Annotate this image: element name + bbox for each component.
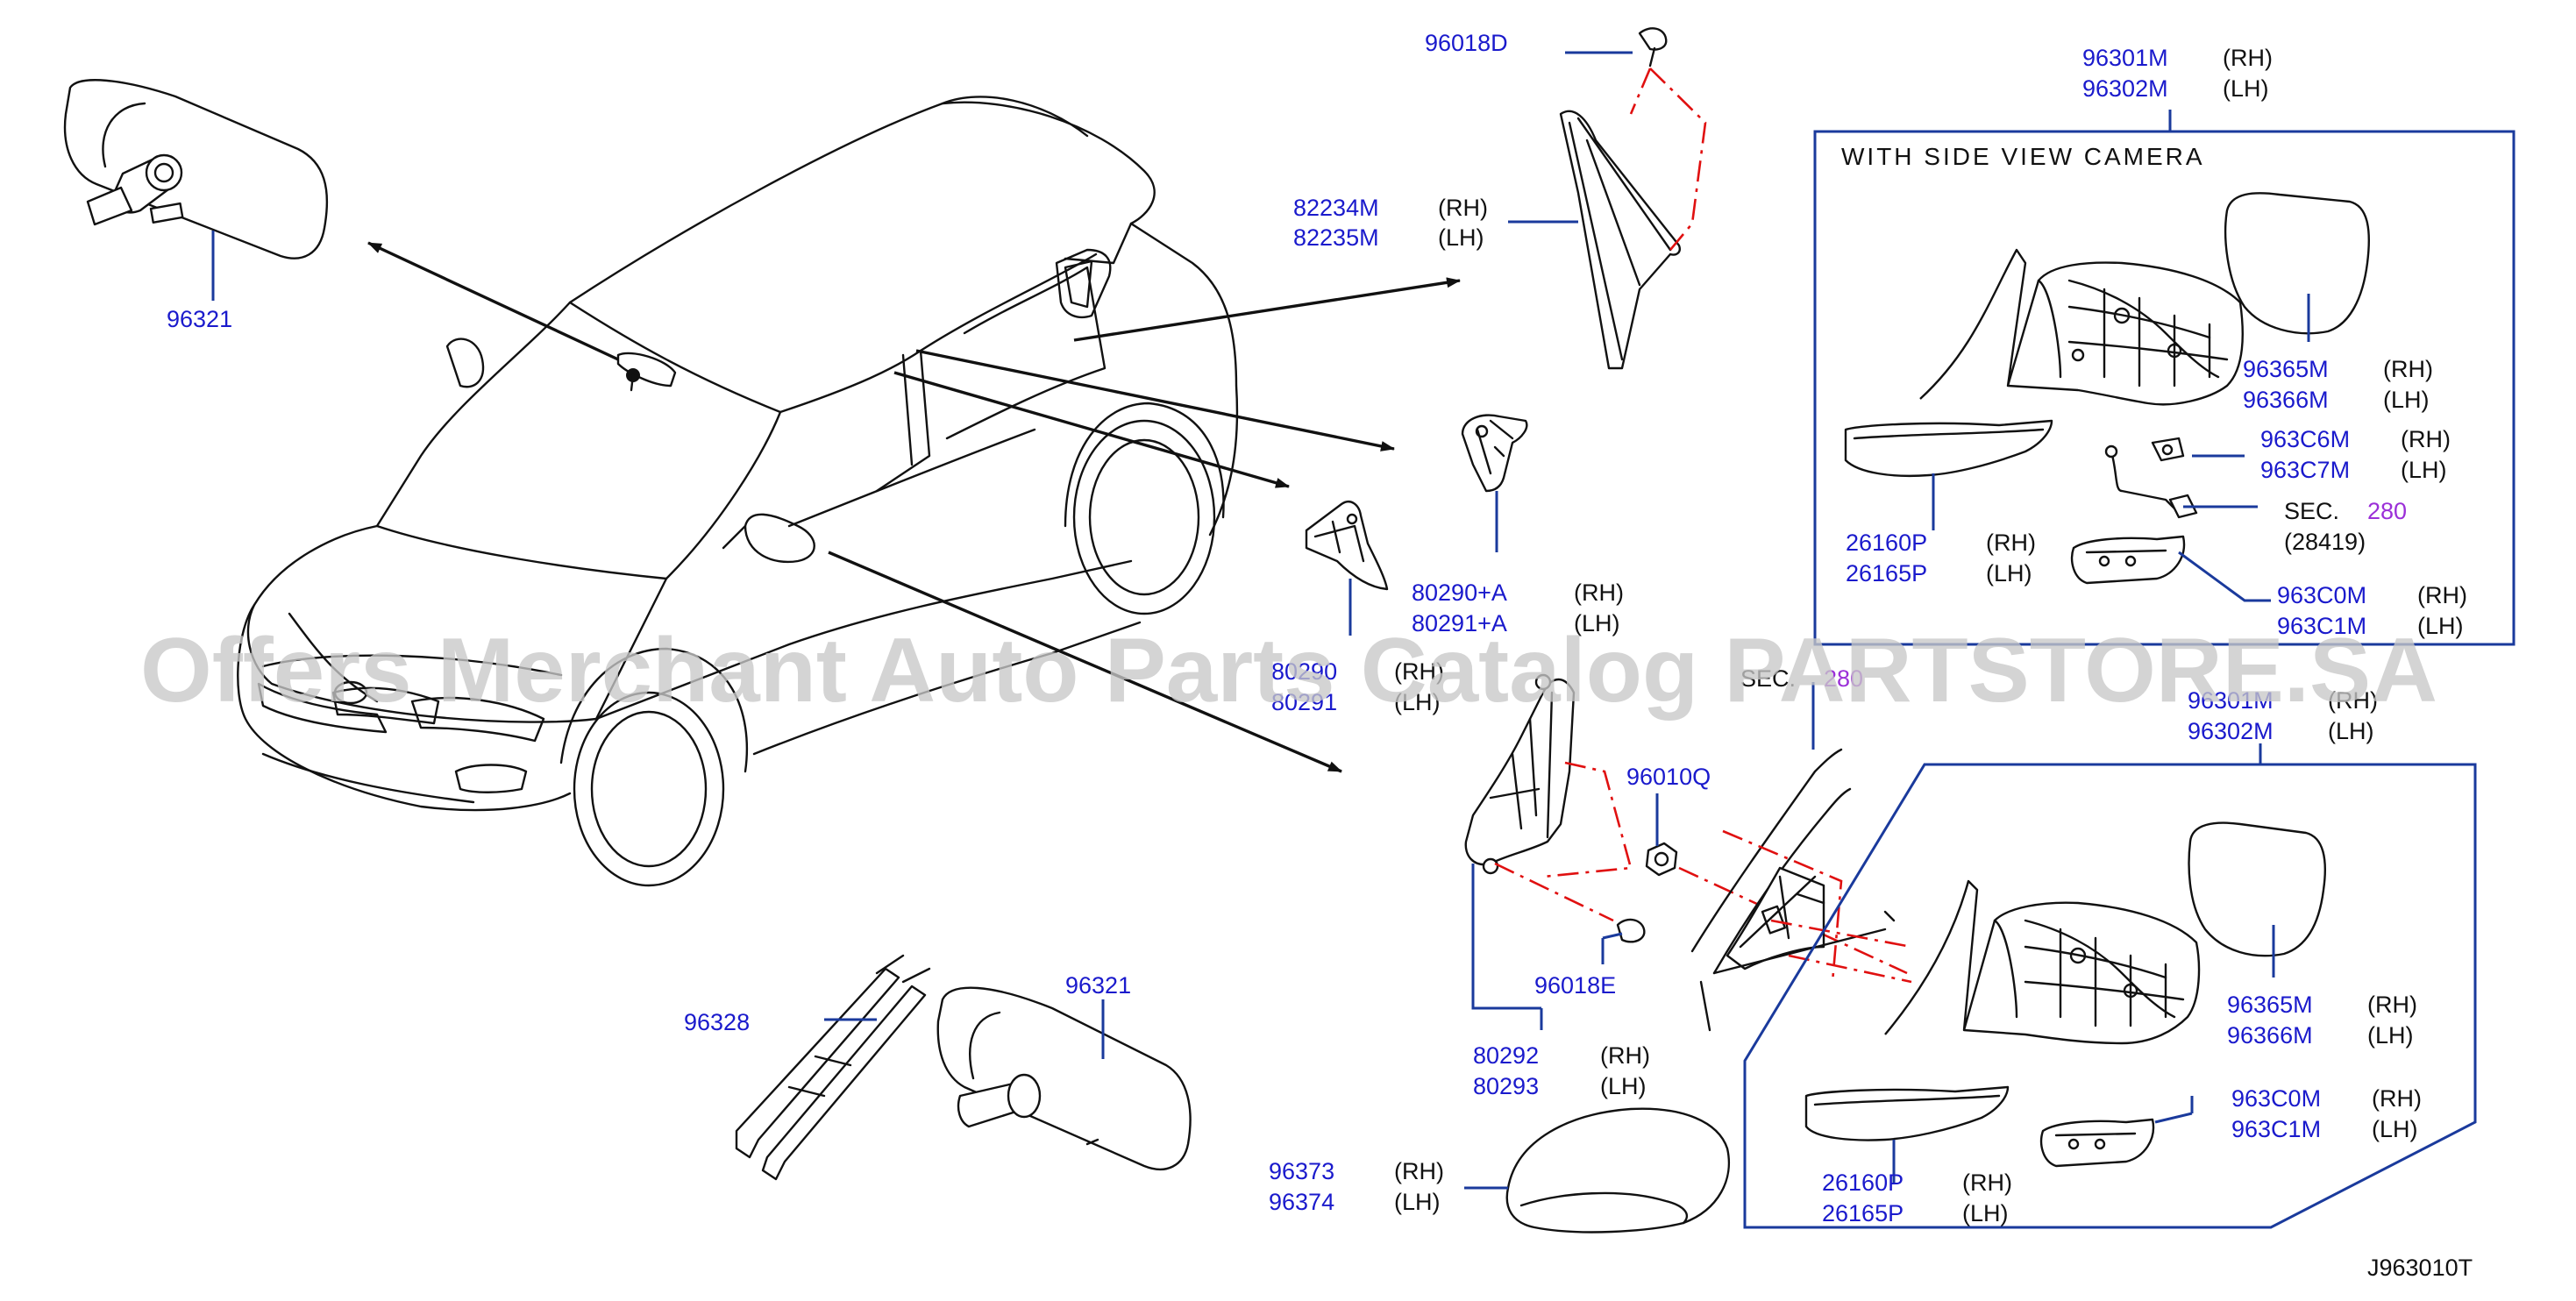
inside-mirror-bottom xyxy=(936,986,1192,1170)
label-26165P-side: (LH) xyxy=(1986,560,2032,587)
label-96301M-b-side: (RH) xyxy=(2328,687,2378,714)
label-96302M-b[interactable]: 96302M xyxy=(2188,718,2274,744)
label-82234M-side: (RH) xyxy=(1438,195,1488,221)
label-963C1M-b[interactable]: 963C1M xyxy=(2231,1116,2321,1142)
label-sec-28419: (28419) xyxy=(2284,529,2366,555)
label-96365M-side: (RH) xyxy=(2383,356,2433,382)
mirror-cover-96373 xyxy=(1505,1107,1731,1233)
leader-lines xyxy=(211,51,2516,1229)
label-80291A[interactable]: 80291+A xyxy=(1412,610,1507,636)
label-96328[interactable]: 96328 xyxy=(684,1009,750,1035)
label-96374[interactable]: 96374 xyxy=(1269,1189,1334,1215)
label-26165P-b[interactable]: 26165P xyxy=(1822,1200,1904,1226)
label-96365M-b[interactable]: 96365M xyxy=(2227,992,2313,1018)
label-80290[interactable]: 80290 xyxy=(1271,658,1337,685)
label-963C0M-side: (RH) xyxy=(2417,582,2467,608)
link-sec-mid[interactable]: 280 xyxy=(1824,665,1863,692)
label-96018D[interactable]: 96018D xyxy=(1425,30,1508,56)
label-80290A-side: (RH) xyxy=(1574,579,1624,606)
label-82235M[interactable]: 82235M xyxy=(1293,224,1379,251)
label-80292[interactable]: 80292 xyxy=(1473,1042,1539,1069)
corner-finisher-80290A xyxy=(1461,414,1528,493)
label-963C7M[interactable]: 963C7M xyxy=(2260,457,2350,483)
label-80291A-side: (LH) xyxy=(1574,610,1620,636)
corner-finisher-80290 xyxy=(1305,501,1389,591)
label-sec-mid: SEC. xyxy=(1740,665,1796,692)
label-26160P[interactable]: 26160P xyxy=(1846,530,1927,556)
label-26160P-b[interactable]: 26160P xyxy=(1822,1169,1904,1196)
inside-mirror-top xyxy=(63,79,329,259)
label-963C0M-b[interactable]: 963C0M xyxy=(2231,1085,2321,1112)
vehicle-illustration xyxy=(237,96,1239,887)
label-96321-top[interactable]: 96321 xyxy=(167,306,232,332)
label-26160P-side: (RH) xyxy=(1986,530,2036,556)
label-96374-side: (LH) xyxy=(1394,1189,1441,1215)
header-camera: WITH SIDE VIEW CAMERA xyxy=(1841,143,2205,170)
label-96010Q[interactable]: 96010Q xyxy=(1626,764,1711,790)
label-26165P[interactable]: 26165P xyxy=(1846,560,1927,587)
outer-mirror-lower xyxy=(1804,821,2326,1168)
outer-mirror-upper xyxy=(1844,192,2370,585)
label-963C0M-b-side: (RH) xyxy=(2372,1085,2422,1112)
watermark: Offers Merchant Auto Parts Catalog PARTS… xyxy=(140,620,2437,722)
label-963C6M[interactable]: 963C6M xyxy=(2260,426,2350,452)
label-80292-side: (RH) xyxy=(1600,1042,1650,1069)
label-96302M-side: (LH) xyxy=(2223,75,2269,102)
label-96365M-b-side: (RH) xyxy=(2367,992,2417,1018)
label-80291-side: (LH) xyxy=(1394,689,1441,715)
door-frame xyxy=(1690,748,1912,1032)
label-96301M-b[interactable]: 96301M xyxy=(2188,687,2274,714)
label-80290-side: (RH) xyxy=(1394,658,1444,685)
label-963C0M[interactable]: 963C0M xyxy=(2277,582,2366,608)
label-80293[interactable]: 80293 xyxy=(1473,1073,1539,1099)
label-96018E[interactable]: 96018E xyxy=(1534,972,1616,999)
window-trim-82234M xyxy=(1559,27,1707,370)
label-963C1M-b-side: (LH) xyxy=(2372,1116,2418,1142)
label-80291[interactable]: 80291 xyxy=(1271,689,1337,715)
label-80290A[interactable]: 80290+A xyxy=(1412,579,1507,606)
label-26165P-b-side: (LH) xyxy=(1962,1200,2009,1226)
label-963C7M-side: (LH) xyxy=(2401,457,2447,483)
label-96366M-b[interactable]: 96366M xyxy=(2227,1022,2313,1049)
diagram-ref-code: J963010T xyxy=(2367,1255,2473,1281)
label-96366M-b-side: (LH) xyxy=(2367,1022,2414,1049)
label-82234M[interactable]: 82234M xyxy=(1293,195,1379,221)
label-96366M-side: (LH) xyxy=(2383,387,2430,413)
label-96365M[interactable]: 96365M xyxy=(2243,356,2329,382)
label-80293-side: (LH) xyxy=(1600,1073,1647,1099)
label-96301M-side: (RH) xyxy=(2223,45,2273,71)
label-96366M[interactable]: 96366M xyxy=(2243,387,2329,413)
label-963C1M-side: (LH) xyxy=(2417,613,2464,639)
callout-arrows xyxy=(367,241,1461,773)
label-96373-side: (RH) xyxy=(1394,1158,1444,1184)
link-sec-280[interactable]: 280 xyxy=(2367,498,2407,524)
label-96302M-b-side: (LH) xyxy=(2328,718,2374,744)
label-sec: SEC. xyxy=(2284,498,2339,524)
inner-cover-80292 xyxy=(1464,673,1646,943)
part-labels: 96018D 96301M (RH) 96302M (LH) WITH SIDE… xyxy=(167,30,2473,1281)
label-26160P-b-side: (RH) xyxy=(1962,1169,2012,1196)
label-96321-bot[interactable]: 96321 xyxy=(1065,972,1131,999)
label-963C6M-side: (RH) xyxy=(2401,426,2451,452)
label-963C1M[interactable]: 963C1M xyxy=(2277,613,2366,639)
removal-tool-96328 xyxy=(735,954,931,1181)
label-96301M[interactable]: 96301M xyxy=(2082,45,2168,71)
label-82235M-side: (LH) xyxy=(1438,224,1484,251)
label-96302M[interactable]: 96302M xyxy=(2082,75,2168,102)
label-96373[interactable]: 96373 xyxy=(1269,1158,1334,1184)
